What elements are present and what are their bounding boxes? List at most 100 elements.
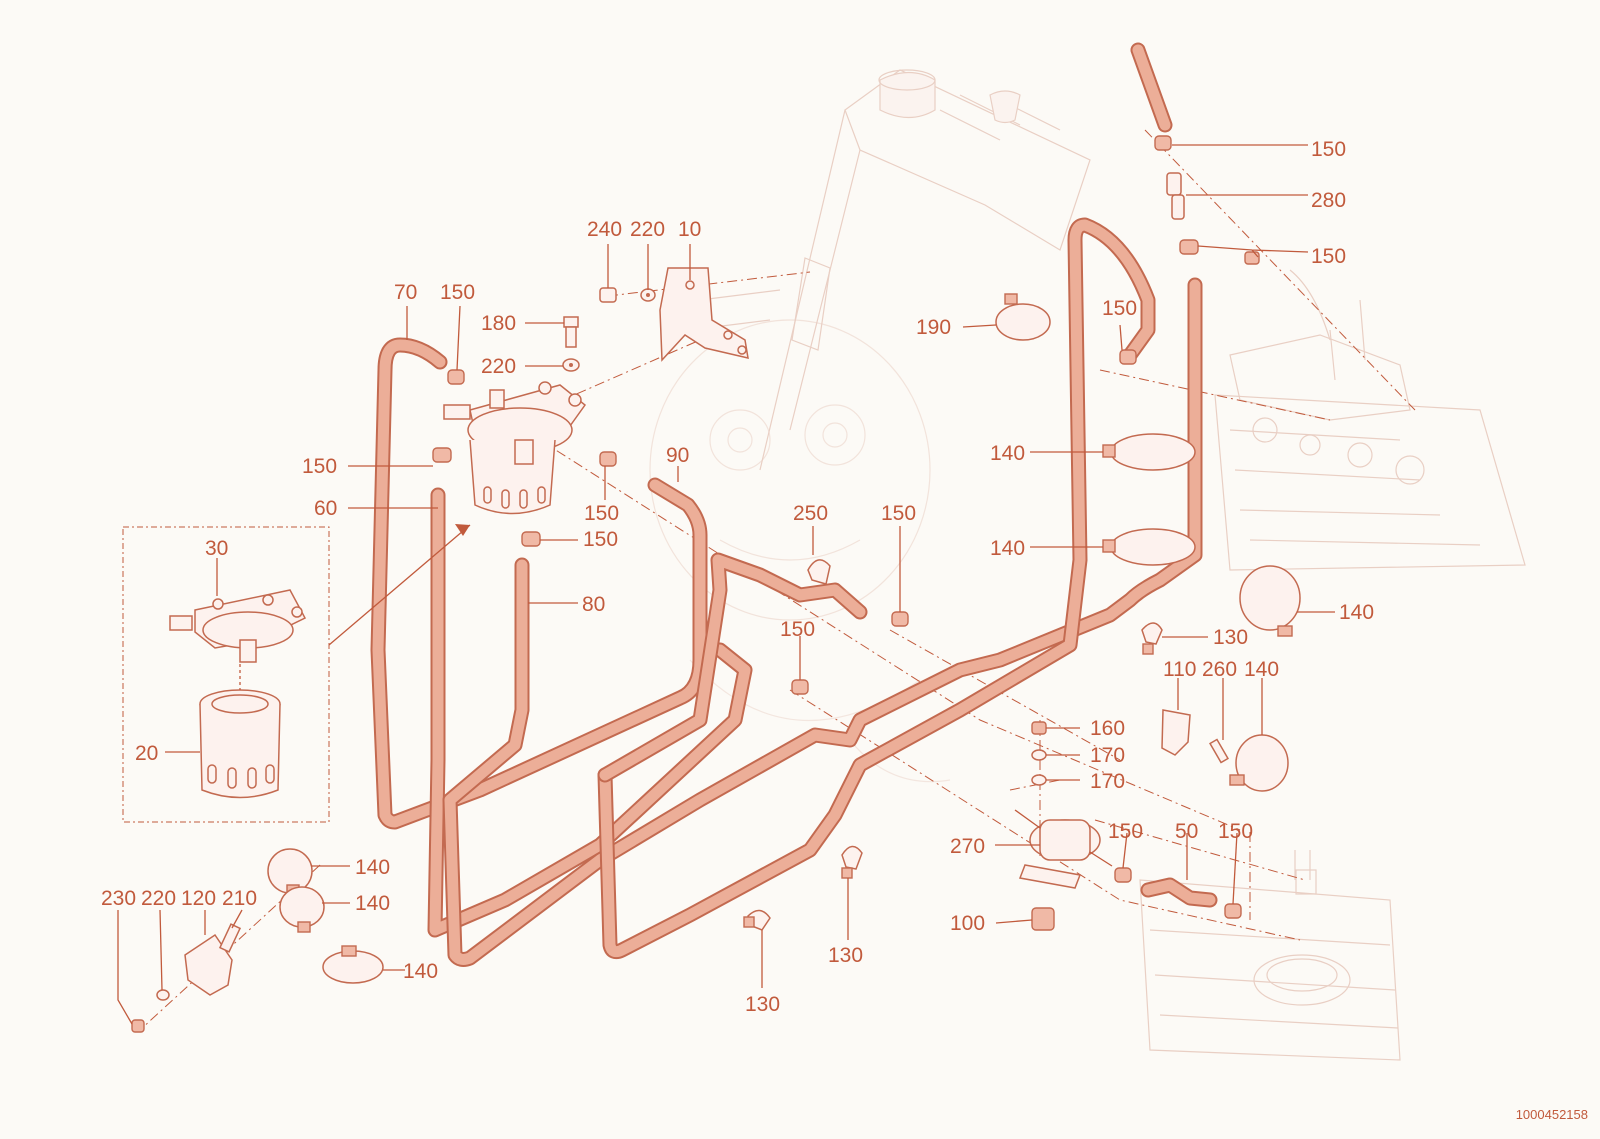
callout-140: 140 [990,442,1025,465]
washer-170 [1031,749,1047,761]
callout-120: 120 [181,887,216,910]
callout-140: 140 [355,856,390,879]
callout-20: 20 [135,742,158,765]
band-clamp-190 [995,293,1051,341]
band-clamps [267,293,1301,984]
washer-220-low [156,989,170,1001]
clamp-150 [791,679,809,695]
clamp-150 [1154,135,1172,151]
bolt-180 [563,316,579,348]
clamp-150 [891,611,909,627]
callout-30: 30 [205,537,228,560]
callout-150: 150 [780,618,815,641]
callout-140: 140 [1339,601,1374,624]
callout-250: 250 [793,502,828,525]
callout-280: 280 [1311,189,1346,212]
callout-270: 270 [950,835,985,858]
callout-150: 150 [1218,820,1253,843]
clamp-150 [447,369,465,385]
clamp-150 [521,531,541,547]
callout-70: 70 [394,281,417,304]
callout-150: 150 [440,281,475,304]
clamp-150 [1179,239,1199,255]
callout-220: 220 [481,355,516,378]
washer-220-mid [562,358,580,372]
clamp-150 [432,447,452,463]
band-clamp-140 [1102,528,1196,566]
callout-190: 190 [916,316,951,339]
band-clamp-140 [1229,734,1289,792]
callout-240: 240 [587,218,622,241]
band-clamp-140 [279,886,325,933]
bracket-10 [659,267,749,362]
washer-170 [1031,774,1047,786]
callout-210: 210 [222,887,257,910]
filter-inset [122,524,471,823]
callout-60: 60 [314,497,337,520]
bracket-120 [184,933,233,996]
callout-130: 130 [745,993,780,1016]
clamp-150 [1244,251,1260,265]
filter-element-20 [199,664,281,799]
clamp-150 [1119,349,1137,365]
callout-160: 160 [1090,717,1125,740]
bolt-210 [218,923,242,953]
clip-130 [1141,622,1163,655]
fitting-280 [1166,172,1185,220]
clamp-150 [1224,903,1242,919]
callout-140: 140 [990,537,1025,560]
callout-labels: 150 280 150 240 220 10 70 150 180 220 19… [101,138,1374,1016]
bracket-110 [1161,709,1191,756]
fuel-pump-270 [1014,809,1113,889]
callout-140: 140 [1244,658,1279,681]
callout-220: 220 [141,887,176,910]
clamp-150 [599,451,617,467]
bolt-240 [599,287,617,303]
callout-110: 110 [1163,658,1196,681]
callout-100: 100 [950,912,985,935]
callout-50: 50 [1175,820,1198,843]
nut-230 [131,1019,145,1033]
leader-lines [117,144,1335,1025]
small-hardware [131,559,1229,1033]
band-clamp-140 [1102,433,1196,471]
callout-170: 170 [1090,770,1125,793]
callout-140: 140 [403,960,438,983]
engine-background [649,69,1526,1061]
band-clamp-140 [1239,565,1301,637]
callout-230: 230 [101,887,136,910]
callout-150: 150 [1311,245,1346,268]
callout-150: 150 [1102,297,1137,320]
fuel-filter-assembly [443,381,587,515]
callout-130: 130 [1213,626,1248,649]
callout-130: 130 [828,944,863,967]
callout-10: 10 [678,218,701,241]
callout-150: 150 [302,455,337,478]
callout-180: 180 [481,312,516,335]
callout-150: 150 [584,502,619,525]
washer-220-top [640,288,656,302]
mount-100 [1031,907,1055,931]
callout-80: 80 [582,593,605,616]
clamp-150 [1114,867,1132,883]
band-clamp-140 [322,945,384,984]
screw-260 [1209,738,1229,764]
filter-head-30 [169,589,307,663]
callout-140: 140 [355,892,390,915]
nut-160 [1031,721,1047,735]
callout-220: 220 [630,218,665,241]
callout-90: 90 [666,444,689,467]
clip-250 [807,559,831,585]
callout-150: 150 [1108,820,1143,843]
clip-130 [841,845,863,879]
clip-130 [743,909,771,931]
callout-260: 260 [1202,658,1237,681]
document-number: 1000452158 [1516,1107,1588,1122]
hose-clamps [432,135,1260,919]
callout-150: 150 [583,528,618,551]
fuel-hoses [370,42,1218,967]
callout-150: 150 [1311,138,1346,161]
callout-170: 170 [1090,744,1125,767]
